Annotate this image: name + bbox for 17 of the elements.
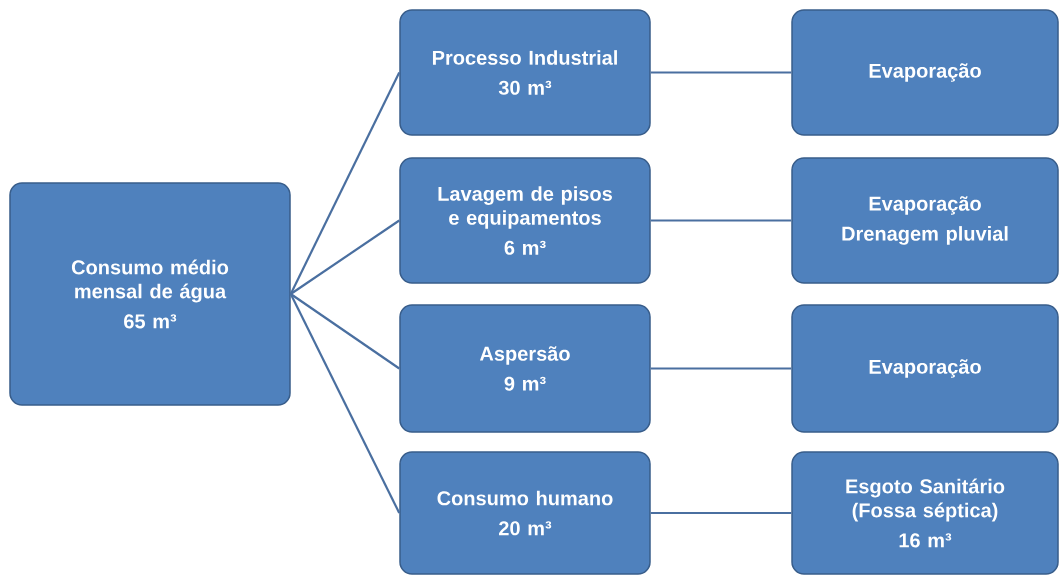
connector-line: [290, 219, 400, 295]
process-box: Evaporação Drenagem pluvial: [791, 157, 1059, 284]
process-box: Aspersão 9 m³: [399, 304, 651, 433]
connector-line: [650, 511, 792, 515]
process-box: Consumo humano 20 m³: [399, 451, 651, 575]
connector-line: [650, 219, 792, 222]
connector-line: [650, 367, 792, 370]
connector-line: [289, 293, 401, 514]
process-box: Lavagem de pisos e equipamentos 6 m³: [399, 157, 651, 284]
process-box: Evaporação: [791, 9, 1059, 136]
process-box: Consumo médio mensal de água 65 m³: [9, 182, 291, 406]
connector-line: [289, 72, 401, 295]
process-box: Evaporação: [791, 304, 1059, 433]
process-box: Processo Industrial 30 m³: [399, 9, 651, 136]
connector-line: [290, 293, 400, 370]
process-box: Esgoto Sanitário (Fossa séptica) 16 m³: [791, 451, 1059, 575]
connector-line: [650, 71, 792, 74]
